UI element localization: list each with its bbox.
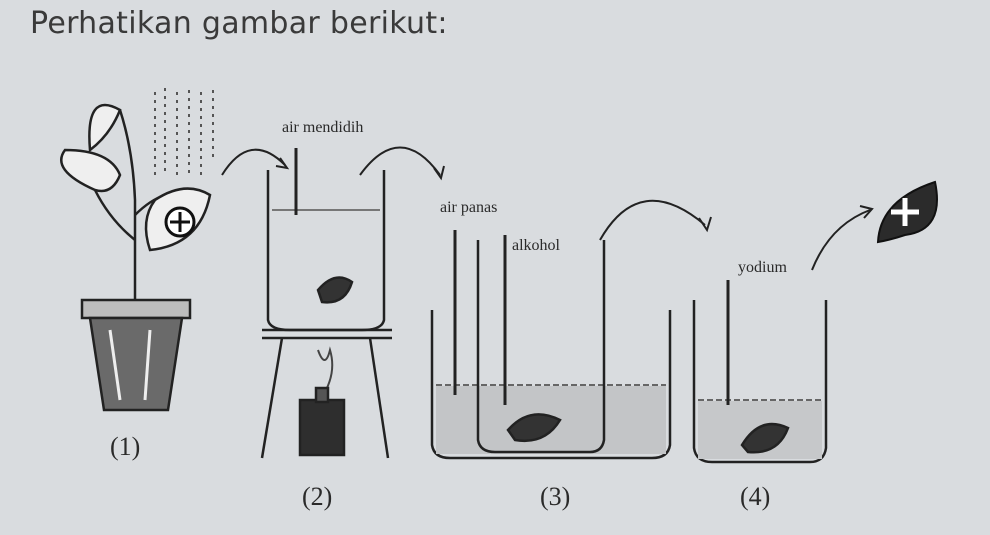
step4-label: (4)	[740, 482, 770, 511]
result-leaf	[876, 180, 938, 244]
question-title: Perhatikan gambar berikut:	[30, 6, 448, 41]
label-alkohol: alkohol	[512, 237, 561, 254]
arrow-icon	[811, 209, 871, 271]
arrow-icon	[599, 199, 706, 241]
label-air-panas: air panas	[440, 199, 497, 216]
step1-label: (1)	[110, 432, 140, 461]
plus-icon	[891, 198, 919, 226]
light-rays	[154, 88, 214, 175]
label-air-mendidih: air mendidih	[282, 119, 363, 136]
arrow-icon	[359, 146, 441, 176]
label-yodium: yodium	[738, 259, 787, 276]
beaker-boiling	[260, 148, 392, 459]
arrow-icon	[221, 148, 286, 176]
step3-label: (3)	[540, 482, 570, 511]
water-bath-alcohol	[430, 230, 672, 460]
beaker-iodine	[692, 280, 828, 464]
plant-in-pot	[60, 103, 212, 412]
step2-label: (2)	[302, 482, 332, 511]
plus-icon	[164, 206, 196, 238]
